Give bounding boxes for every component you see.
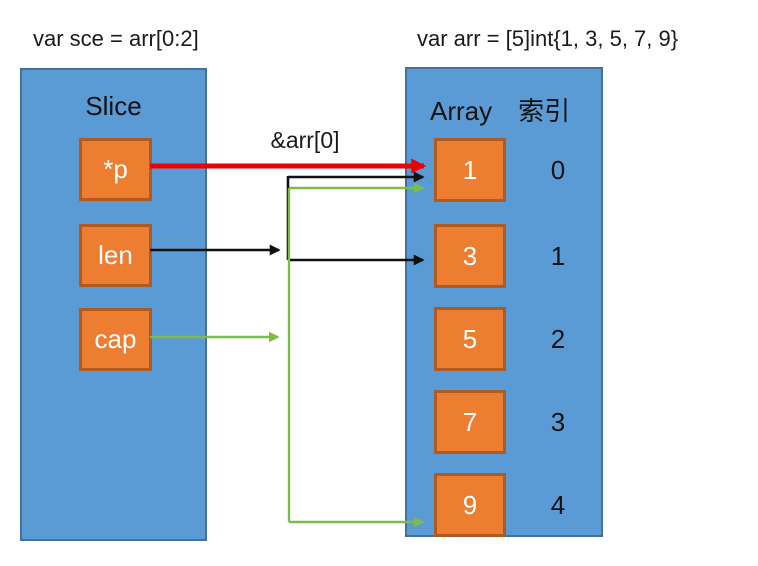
slice-panel-title: Slice bbox=[85, 91, 142, 121]
slice-declaration-text: var sce = arr[0:2] bbox=[33, 26, 199, 51]
array-element-0: 1 bbox=[434, 138, 506, 202]
array-element-4: 9 bbox=[434, 473, 506, 537]
slice-field-len: len bbox=[79, 224, 152, 287]
array-element-3-value: 7 bbox=[462, 406, 478, 437]
array-panel-header: Array 索引 bbox=[430, 91, 570, 128]
array-index-4: 4 bbox=[550, 490, 566, 520]
array-element-1: 3 bbox=[434, 224, 506, 288]
array-index-2: 2 bbox=[550, 324, 566, 354]
array-element-1-value: 3 bbox=[462, 240, 478, 271]
slice-field-cap: cap bbox=[79, 308, 152, 371]
slice-panel: Slice *p len cap bbox=[20, 68, 207, 541]
array-element-4-value: 9 bbox=[462, 489, 478, 520]
pointer-address-label: &arr[0] bbox=[270, 127, 340, 153]
slice-field-pointer-label: *p bbox=[103, 154, 128, 184]
slice-field-len-label: len bbox=[98, 240, 133, 270]
array-index-0: 0 bbox=[550, 155, 566, 185]
slice-field-cap-label: cap bbox=[94, 324, 137, 354]
index-column-title: 索引 bbox=[518, 96, 571, 126]
array-panel: Array 索引 1 0 3 1 5 2 7 3 9 4 bbox=[405, 67, 603, 537]
slice-field-pointer: *p bbox=[79, 138, 152, 201]
array-index-3: 3 bbox=[550, 407, 566, 437]
array-element-2-value: 5 bbox=[462, 323, 478, 354]
array-element-3: 7 bbox=[434, 390, 506, 454]
array-declaration-text: var arr = [5]int{1, 3, 5, 7, 9} bbox=[417, 26, 679, 51]
array-element-0-value: 1 bbox=[462, 154, 478, 185]
array-element-2: 5 bbox=[434, 307, 506, 371]
array-index-1: 1 bbox=[550, 241, 566, 271]
array-panel-title: Array bbox=[430, 96, 493, 126]
